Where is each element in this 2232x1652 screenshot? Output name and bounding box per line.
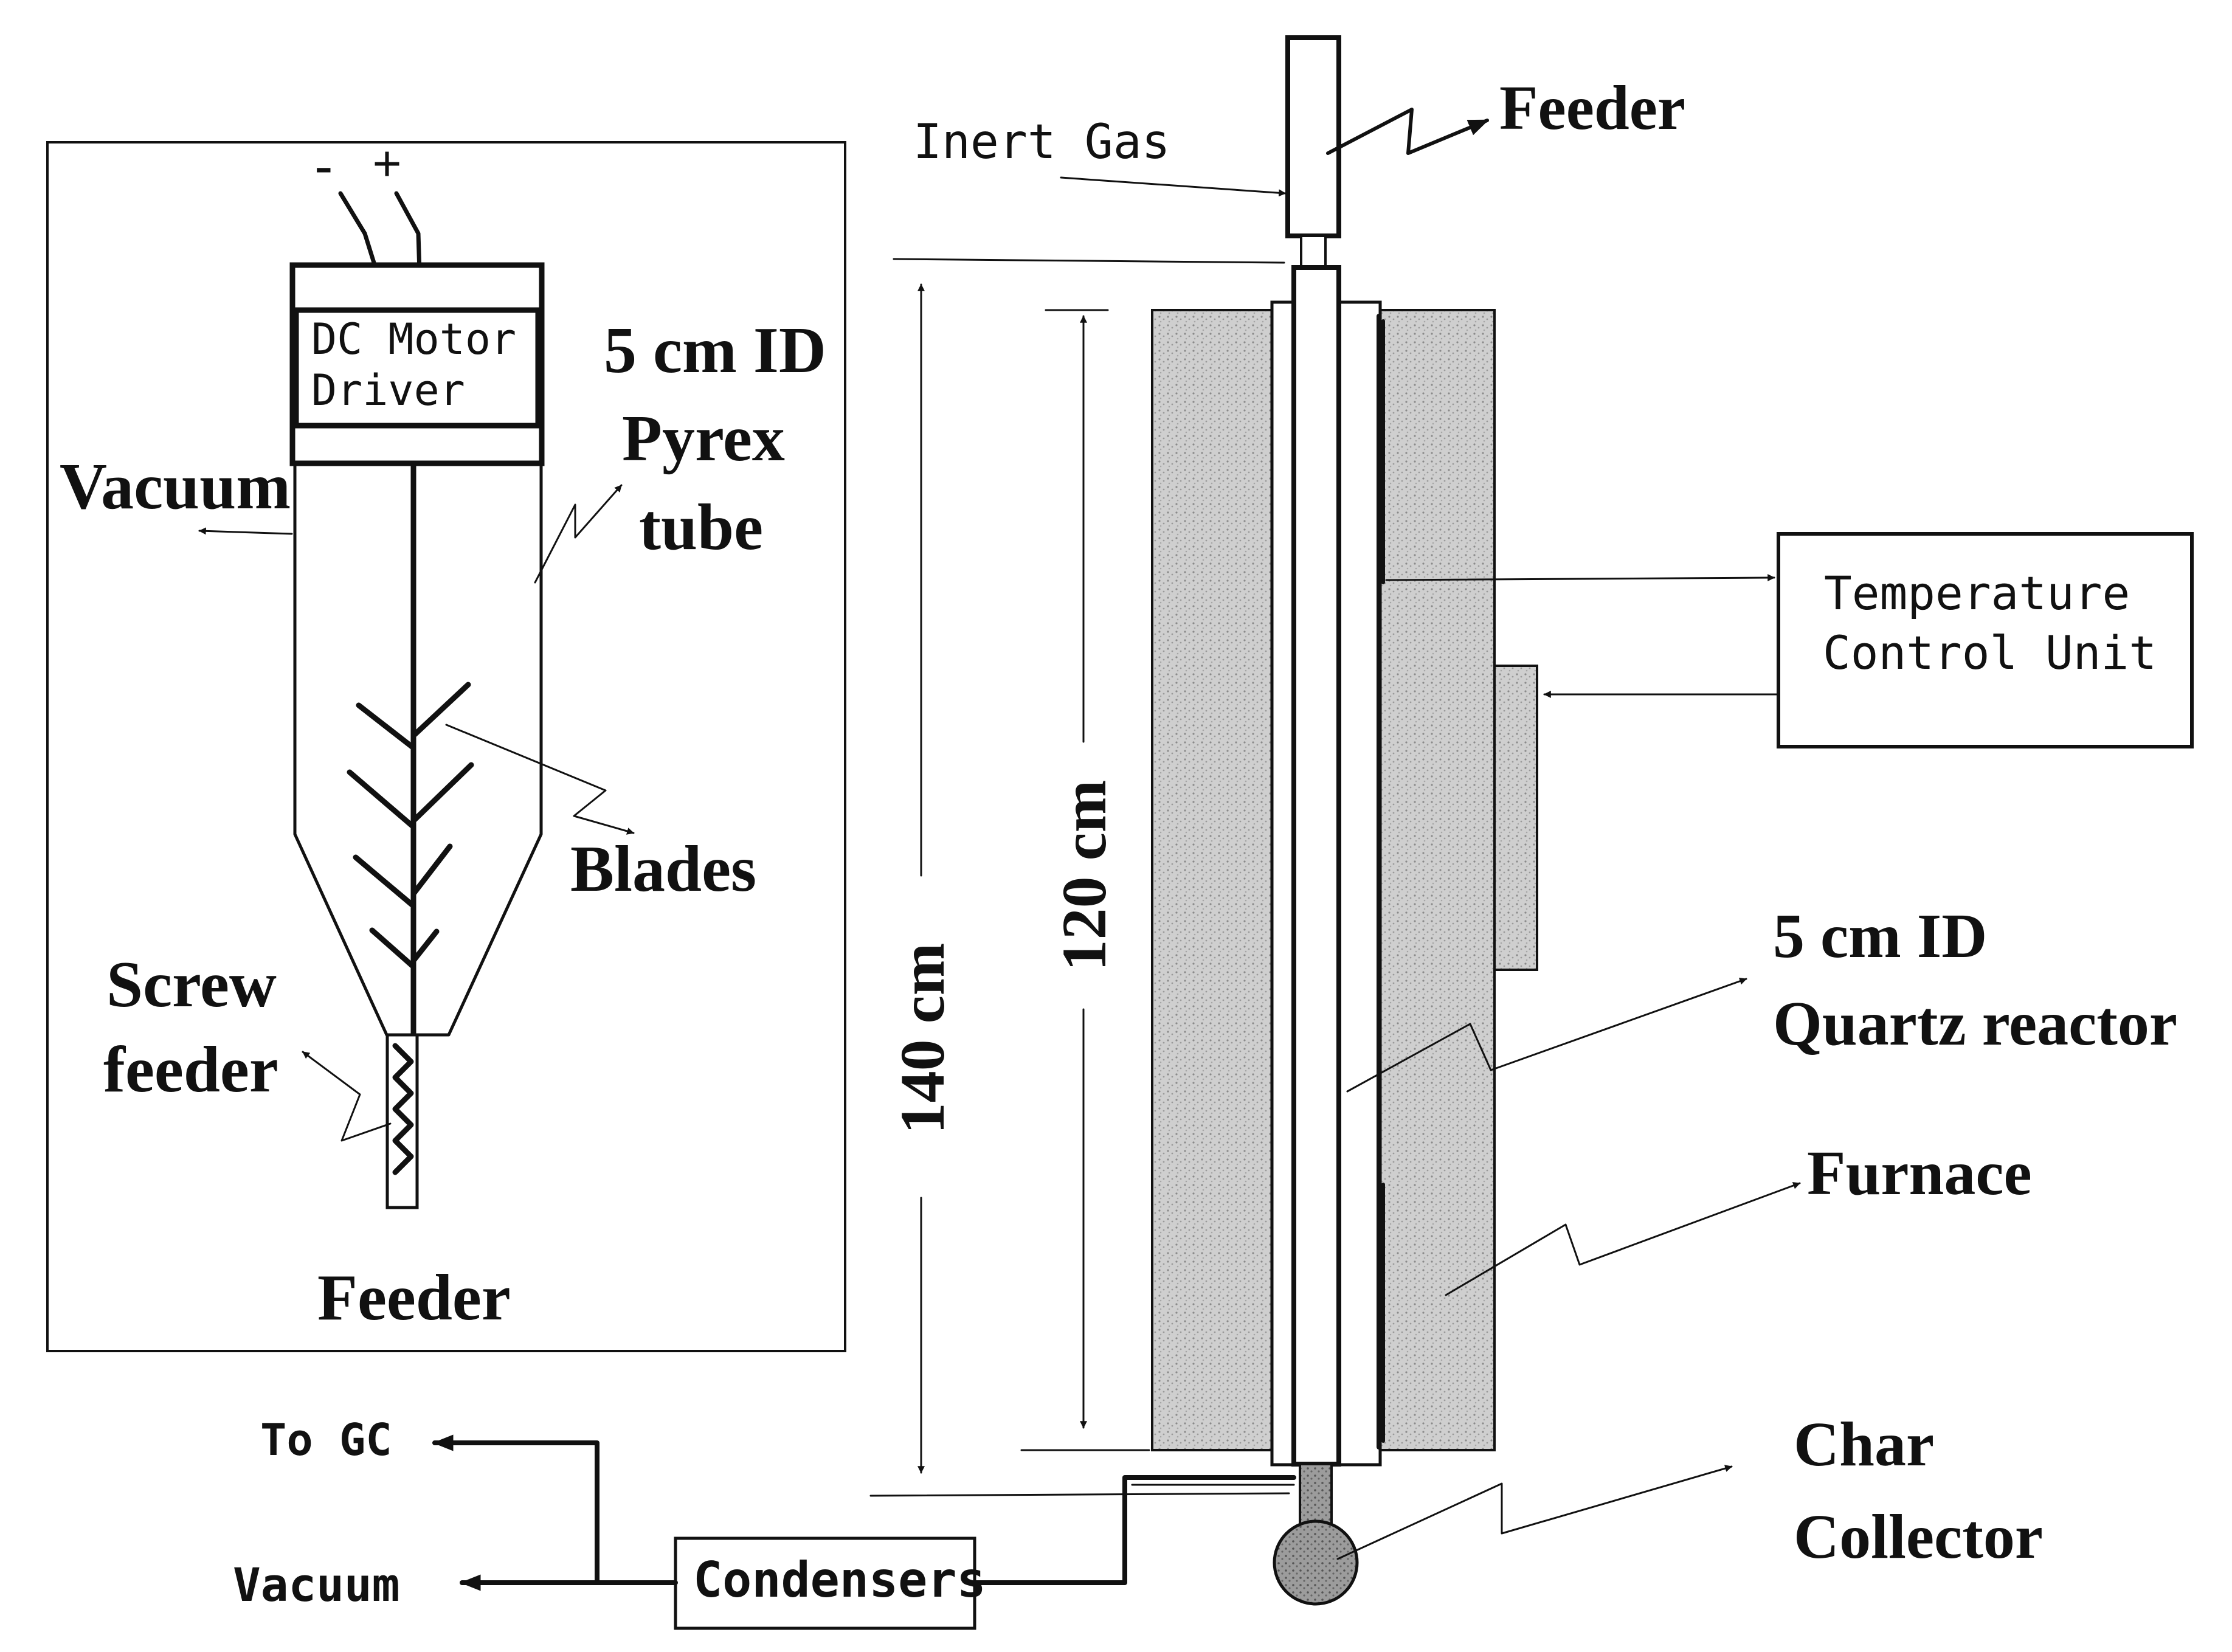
- furnace-right-block: [1379, 309, 1496, 1451]
- top-feeder-box: [1285, 35, 1341, 238]
- feeder-pointer: [1326, 108, 1490, 155]
- furnace-label: Furnace: [1807, 1138, 2032, 1208]
- heater-element: [1493, 665, 1538, 971]
- temperature-control-unit-box: [1777, 532, 2194, 748]
- feeder-label: Feeder: [1499, 73, 1685, 143]
- feeder-panel-caption: Feeder: [317, 1262, 511, 1334]
- temperature-control-label-line2: Control Unit: [1823, 626, 2157, 680]
- vacuum-label-outlet: Vacuum: [233, 1558, 400, 1612]
- dim-140-bottom-extension: [869, 1492, 1290, 1497]
- dim-120-label: 120 cm: [1049, 780, 1119, 972]
- feeder-panel-frame: [46, 141, 846, 1352]
- outlet-train: Condensers To GC Vacuum: [233, 1414, 1296, 1630]
- dim-140-label: 140 cm: [888, 943, 958, 1135]
- blades-label: Blades: [570, 833, 756, 905]
- pyrex-tube-label-line2: Pyrex: [622, 403, 785, 475]
- char-collector-label-line2: Collector: [1794, 1502, 2043, 1572]
- agitator-blades: [347, 682, 474, 970]
- screw-feeder-label-line2: feeder: [103, 1034, 278, 1106]
- char-collector-neck: [1299, 1463, 1333, 1531]
- screw-feeder-thread: [392, 1043, 414, 1175]
- quartz-tube-inner: [1291, 265, 1341, 1467]
- feeder-detail-panel: - + DC Motor Driver Vacuum 5 cm ID P: [46, 134, 846, 1352]
- motor-label-line2: Driver: [311, 365, 465, 415]
- feeder-neck: [1300, 235, 1327, 269]
- temperature-control-label-line1: Temperature: [1824, 566, 2130, 620]
- motor-power-wires: [338, 191, 422, 275]
- condensers-box: [674, 1536, 976, 1630]
- pyrex-tube-label-line3: tube: [639, 491, 763, 564]
- thermocouple-signal-arrow: [1385, 574, 1775, 582]
- pyrex-tube-pointer: [534, 484, 623, 584]
- dc-motor-driver-box: [293, 307, 541, 429]
- terminal-plus: +: [372, 134, 402, 193]
- terminal-minus: -: [315, 136, 333, 194]
- reactor-assembly: Feeder Inert Gas Char Collector 140 cm 1…: [869, 35, 2194, 1606]
- to-gc-label: To GC: [260, 1414, 392, 1465]
- pyrex-tube-label-line1: 5 cm ID: [604, 314, 826, 387]
- blades-pointer: [445, 724, 635, 835]
- dim-140-top-extension: [893, 258, 1285, 264]
- condensers-label: Condensers: [693, 1552, 986, 1608]
- quartz-reactor-label-line2: Quartz reactor: [1773, 989, 2177, 1059]
- quartz-reactor-label-line1: 5 cm ID: [1773, 901, 1987, 971]
- inert-gas-arrow: [1060, 176, 1287, 197]
- char-collector-pointer: [1336, 1465, 1733, 1560]
- to-gc-line: [432, 1434, 599, 1585]
- reactor-outlet-line: [973, 1475, 1296, 1585]
- motor-label-line1: DC Motor: [311, 314, 516, 364]
- char-collector-label-line1: Char: [1794, 1409, 1934, 1479]
- furnace-left-block: [1151, 309, 1273, 1451]
- inert-gas-label: Inert Gas: [913, 115, 1170, 170]
- furnace-pointer: [1445, 1182, 1801, 1296]
- char-collector-bulb: [1273, 1519, 1359, 1606]
- screw-feeder-pointer: [302, 1051, 392, 1142]
- quartz-reactor-pointer: [1346, 977, 1747, 1093]
- screw-feeder-label-line1: Screw: [106, 949, 277, 1021]
- vacuum-label-feeder: Vacuum: [60, 451, 291, 523]
- vacuum-outlet-arrow: [198, 527, 293, 535]
